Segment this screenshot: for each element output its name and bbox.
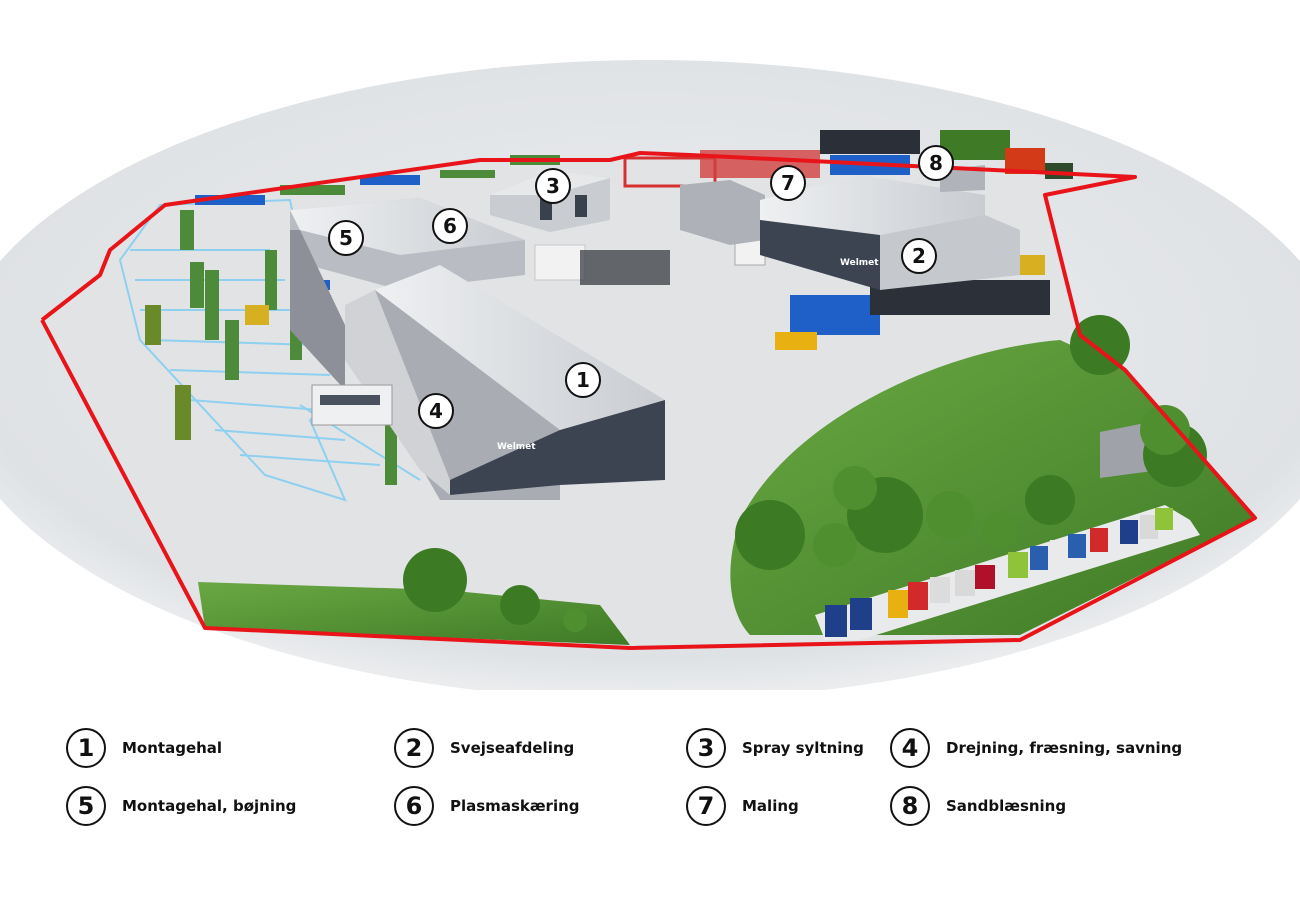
legend-number-5: 5 — [66, 786, 106, 826]
lawn — [730, 340, 1255, 635]
legend-label-3: Spray syltning — [742, 739, 864, 757]
legend-item-4: 4 Drejning, fræsning, savning — [890, 728, 1182, 768]
legend-number-3: 3 — [686, 728, 726, 768]
map-marker-1[interactable]: 1 — [565, 362, 601, 398]
legend-number-2: 2 — [394, 728, 434, 768]
legend-label-4: Drejning, fræsning, savning — [946, 739, 1183, 757]
legend-label-6: Plasmaskæring — [450, 797, 580, 815]
legend-label-2: Svejseafdeling — [450, 739, 575, 757]
map-marker-6[interactable]: 6 — [432, 208, 468, 244]
legend-item-5: 5 Montagehal, bøjning — [66, 786, 296, 826]
legend-label-1: Montagehal — [122, 739, 223, 757]
legend-label-8: Sandblæsning — [946, 797, 1067, 815]
legend-item-1: 1 Montagehal — [66, 728, 222, 768]
legend-item-3: 3 Spray syltning — [686, 728, 864, 768]
building-2-7 — [680, 165, 1020, 290]
legend-item-8: 8 Sandblæsning — [890, 786, 1066, 826]
legend-number-1: 1 — [66, 728, 106, 768]
map-marker-8[interactable]: 8 — [918, 145, 954, 181]
map-marker-4[interactable]: 4 — [418, 393, 454, 429]
legend-number-7: 7 — [686, 786, 726, 826]
site-map — [0, 60, 1300, 690]
legend-label-5: Montagehal, bøjning — [122, 797, 297, 815]
legend-item-7: 7 Maling — [686, 786, 799, 826]
map-marker-7[interactable]: 7 — [770, 165, 806, 201]
parking-lot — [815, 505, 1200, 640]
site-boundary — [40, 151, 1257, 650]
legend-number-8: 8 — [890, 786, 930, 826]
legend-number-4: 4 — [890, 728, 930, 768]
building-1-brand: Welmet — [497, 442, 536, 452]
legend-item-2: 2 Svejseafdeling — [394, 728, 574, 768]
building-2-brand: Welmet — [840, 258, 879, 268]
map-marker-5[interactable]: 5 — [328, 220, 364, 256]
legend-item-6: 6 Plasmaskæring — [394, 786, 580, 826]
yard-right — [534, 130, 1073, 350]
legend-number-6: 6 — [394, 786, 434, 826]
map-marker-3[interactable]: 3 — [535, 168, 571, 204]
trees — [403, 315, 1207, 632]
legend-label-7: Maling — [742, 797, 799, 815]
map-marker-2[interactable]: 2 — [901, 238, 937, 274]
